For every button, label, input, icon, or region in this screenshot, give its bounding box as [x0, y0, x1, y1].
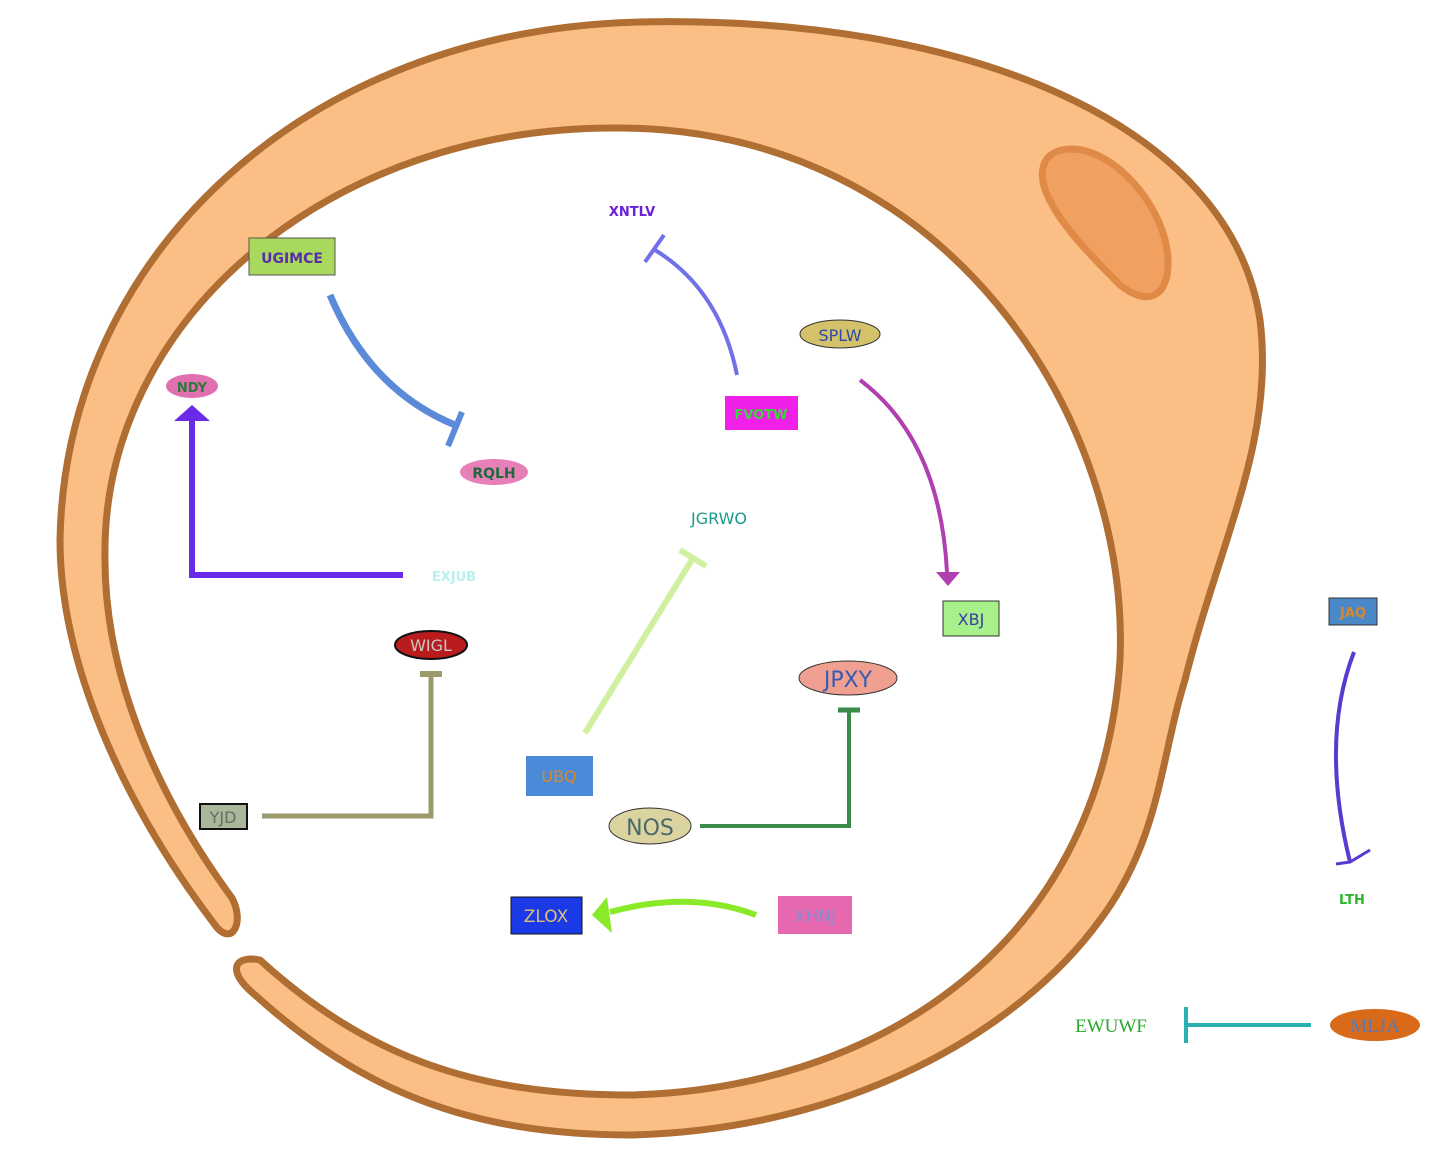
edge-fvotw-xntlv-bar [643, 233, 666, 264]
node-nos-label: NOS [626, 816, 674, 841]
edge-nos-jpxy [700, 711, 851, 828]
node-yjd[interactable]: YJD [199, 803, 248, 830]
node-ugimce[interactable]: UGIMCE [248, 237, 336, 276]
node-xntlv[interactable]: XNTLV [609, 205, 655, 220]
edge-ugimce-rqlh-bar [445, 410, 465, 448]
edge-splw-xbj-head [936, 572, 960, 586]
node-ewuwf[interactable]: EWUWF [1075, 1016, 1147, 1037]
node-wigl[interactable]: WIGL [394, 630, 468, 660]
node-lth[interactable]: LTH [1339, 893, 1365, 908]
edge-ugimce-rqlh [326, 293, 457, 429]
edge-exjub-ndy-head [174, 405, 210, 421]
edge-ubq-jgrwo [582, 556, 696, 735]
node-yjd-label: YJD [209, 808, 237, 827]
node-jaq[interactable]: JAQ [1328, 597, 1378, 626]
node-ndy[interactable]: NDY [166, 374, 218, 398]
node-splw[interactable]: SPLW [799, 319, 881, 349]
edge-jaq-lth [1333, 651, 1356, 863]
organelle [1038, 145, 1172, 301]
edge-fvotw-xntlv [653, 248, 739, 376]
node-wigl-label: WIGL [410, 636, 452, 655]
node-xbj[interactable]: XBJ [942, 600, 1000, 637]
node-exjub-label: EXJUB [432, 570, 476, 585]
node-jpxy[interactable]: JPXY [798, 660, 898, 696]
node-mlja-label: MLJA [1350, 1016, 1400, 1037]
node-jaq-label: JAQ [1339, 606, 1366, 621]
node-xhnj[interactable]: XHNJ [778, 896, 852, 934]
node-ewuwf-label: EWUWF [1075, 1016, 1147, 1037]
node-ubq-label: UBQ [541, 767, 576, 786]
node-jgrwo-label: JGRWO [690, 509, 747, 528]
edge-jaq-lth-head [1335, 848, 1371, 866]
node-xhnj-label: XHNJ [794, 907, 836, 927]
node-xntlv-label: XNTLV [609, 205, 655, 220]
node-nos[interactable]: NOS [608, 807, 692, 845]
edge-xhnj-zlox-head [592, 897, 612, 933]
node-fvotw[interactable]: FVOTW [725, 396, 798, 430]
node-jpxy-label: JPXY [822, 668, 873, 693]
nodes: UGIMCE XNTLV SPLW NDY FVOTW RQLH JGRWO E… [166, 205, 1420, 1041]
node-ubq[interactable]: UBQ [526, 756, 593, 796]
edge-exjub-ndy [189, 420, 403, 578]
edges [174, 233, 1371, 1043]
node-ugimce-label: UGIMCE [261, 251, 323, 267]
edge-yjd-wigl [262, 676, 434, 819]
edge-xhnj-zlox [609, 898, 758, 918]
node-rqlh-label: RQLH [472, 466, 515, 482]
edge-splw-xbj [858, 378, 949, 573]
node-lth-label: LTH [1339, 893, 1365, 908]
edge-ubq-jgrwo-bar [678, 547, 708, 569]
node-splw-label: SPLW [818, 326, 861, 345]
node-xbj-label: XBJ [958, 610, 985, 629]
node-ndy-label: NDY [177, 381, 208, 396]
node-exjub[interactable]: EXJUB [432, 570, 476, 585]
node-mlja[interactable]: MLJA [1330, 1009, 1420, 1041]
node-rqlh[interactable]: RQLH [460, 459, 528, 485]
node-jgrwo[interactable]: JGRWO [690, 509, 747, 528]
node-fvotw-label: FVOTW [735, 408, 788, 423]
node-zlox[interactable]: ZLOX [510, 896, 583, 935]
cell-membrane [56, 18, 1266, 1139]
node-zlox-label: ZLOX [524, 907, 569, 927]
